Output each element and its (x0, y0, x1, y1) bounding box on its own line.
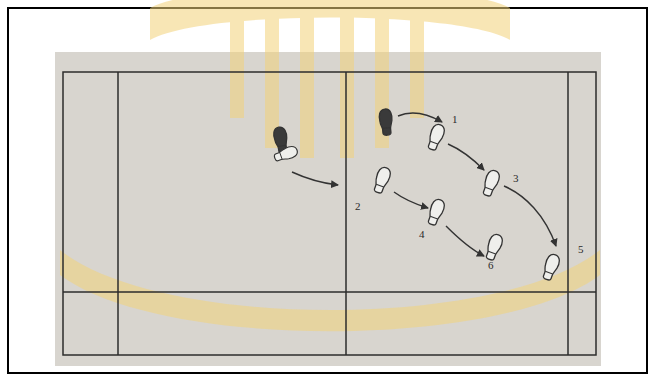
callout-number: 6 (488, 260, 494, 271)
callout-number: 2 (355, 201, 361, 212)
footprints (273, 108, 562, 281)
court-lines (63, 72, 596, 355)
callout-number: 3 (513, 173, 519, 184)
frame (8, 8, 647, 373)
callout-number: 4 (419, 229, 425, 240)
callout-number: 1 (452, 114, 458, 125)
movement-arrows (292, 113, 556, 256)
photo-ground (55, 52, 601, 366)
watermark (60, 0, 600, 331)
callout-number: 5 (578, 244, 584, 255)
